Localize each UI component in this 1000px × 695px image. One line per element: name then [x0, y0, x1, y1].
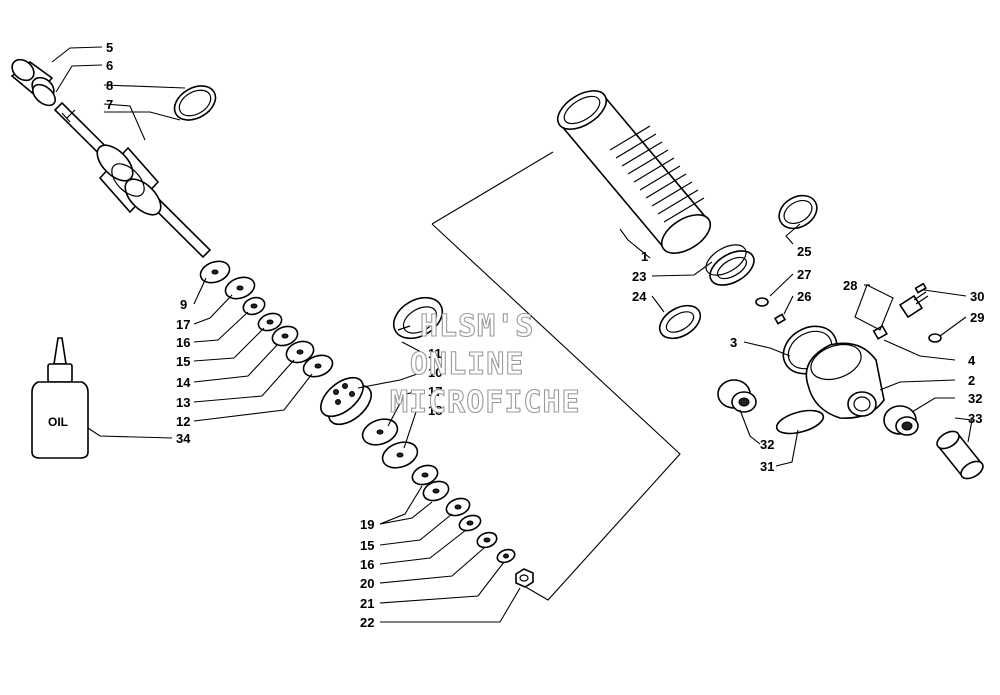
part-10-piston: [320, 376, 372, 426]
callout-27: 27: [797, 267, 811, 282]
bracket-28: [854, 284, 894, 331]
callout-7: 7: [106, 97, 113, 112]
callout-5: 5: [106, 40, 113, 55]
callout-14: 14: [176, 375, 191, 390]
callout-17: 17: [176, 317, 190, 332]
washer-stack-upper: [199, 260, 334, 378]
callout-labels: 5 6 8 7 9 17 16 15 14 13 12 34 11 10 17 …: [106, 40, 984, 630]
part-33-sleeve: [936, 430, 984, 480]
callout-17-lower: 17: [428, 384, 442, 399]
watermark: HLSM'S ONLINE MICROFICHE: [389, 308, 581, 420]
part-11-piston-ring: [392, 296, 444, 340]
leader-lines: [51, 46, 973, 623]
callout-22: 22: [360, 615, 374, 630]
callout-19: 19: [360, 517, 374, 532]
callout-28: 28: [843, 278, 857, 293]
watermark-line-1: HLSM'S: [420, 309, 534, 344]
part-32-bushing-left: [717, 379, 757, 413]
callout-23: 23: [632, 269, 646, 284]
part-1-body: [556, 90, 712, 254]
callout-15: 15: [176, 354, 190, 369]
part-27-o-ring: [755, 297, 769, 307]
callout-2: 2: [968, 373, 975, 388]
callout-32-right: 32: [968, 391, 982, 406]
callout-1: 1: [641, 249, 648, 264]
part-22-nut: [515, 568, 534, 588]
callout-34: 34: [176, 431, 191, 446]
callout-18: 18: [428, 403, 442, 418]
callout-31: 31: [760, 459, 774, 474]
piston-rod-assembly: OIL: [10, 58, 334, 459]
callout-16: 16: [176, 335, 190, 350]
callout-25: 25: [797, 244, 811, 259]
part-2-end-cap: [805, 342, 885, 419]
callout-15-lower: 15: [360, 538, 374, 553]
callout-8: 8: [106, 78, 113, 93]
callout-26: 26: [797, 289, 811, 304]
callout-3: 3: [730, 335, 737, 350]
callout-9: 9: [180, 297, 187, 312]
shock-body-assembly: [556, 90, 984, 480]
callout-24: 24: [632, 289, 647, 304]
callout-10: 10: [428, 365, 442, 380]
part-23-spring-seat: [705, 244, 755, 286]
washer-stack-lower: [361, 418, 534, 588]
callout-30: 30: [970, 289, 984, 304]
part-32-bushing-right: [883, 405, 919, 436]
part-24-clip: [658, 304, 702, 340]
part-31-shim: [775, 409, 825, 435]
part-6-bushing: [31, 83, 57, 107]
part-30-bleeder-valve: [898, 282, 929, 319]
callout-16-lower: 16: [360, 557, 374, 572]
callout-11: 11: [428, 346, 442, 361]
callout-12: 12: [176, 414, 190, 429]
callout-6: 6: [106, 58, 113, 73]
part-29-washer: [928, 333, 942, 343]
callout-20: 20: [360, 576, 374, 591]
assembly-bracket-line: [431, 151, 681, 601]
part-7-rod-guide: [96, 144, 162, 216]
watermark-line-2: ONLINE: [410, 347, 524, 382]
oil-bottle-label: OIL: [48, 415, 68, 429]
part-25-o-ring: [778, 194, 818, 230]
callout-21: 21: [360, 596, 374, 611]
callout-32-left: 32: [760, 437, 774, 452]
part-26-screw: [773, 313, 787, 325]
part-8-o-ring: [173, 85, 217, 121]
callout-29: 29: [970, 310, 984, 325]
part-34-oil-bottle: OIL: [31, 337, 89, 459]
callout-13: 13: [176, 395, 190, 410]
callout-4: 4: [968, 353, 976, 368]
piston-valve-assembly: [320, 296, 534, 588]
watermark-line-3: MICROFICHE: [390, 385, 581, 420]
callout-33: 33: [968, 411, 982, 426]
